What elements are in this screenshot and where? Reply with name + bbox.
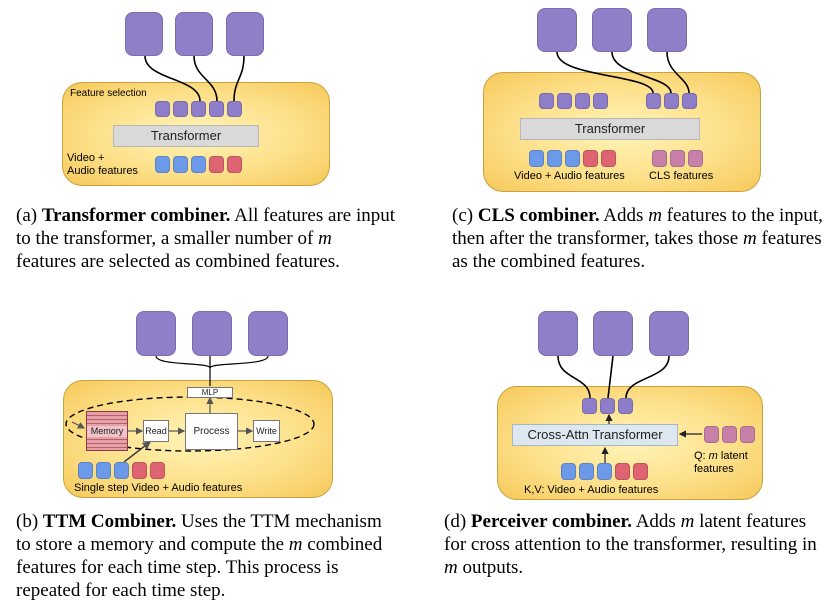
panel-a-output-2 — [175, 12, 213, 56]
panel-d-input-blue-3 — [597, 463, 612, 480]
variable-m: m — [318, 228, 332, 249]
caption-b: (b) TTM Combiner. Uses the TTM mechanism… — [16, 510, 401, 602]
panel-c-token-7 — [682, 93, 697, 109]
panel-a-transformer: Transformer — [113, 125, 259, 147]
panel-c-token-4 — [593, 93, 608, 109]
panel-c-token-6 — [664, 93, 679, 109]
panel-d-output-3 — [649, 311, 689, 356]
panel-d-output-token-1 — [582, 398, 597, 414]
panel-d-output-token-3 — [618, 398, 633, 414]
panel-a-input-label-line2: Audio features — [67, 165, 138, 177]
caption-a-text: All features are input to the transforme… — [16, 205, 396, 272]
panel-a-input-label: Video + Audio features — [67, 152, 138, 178]
caption-c: (c) CLS combiner. Adds m features to the… — [452, 204, 827, 273]
panel-a-selected-token-4 — [209, 101, 224, 117]
panel-a-input-label-line1: Video + — [67, 152, 105, 164]
panel-d-q-label-line1: Q: m latent — [694, 450, 748, 462]
panel-a-input-token-blue-1 — [155, 156, 170, 173]
panel-b-process: Process — [185, 413, 238, 450]
caption-c-title: CLS combiner. — [477, 205, 600, 226]
panel-c-input-label: Video + Audio features — [514, 170, 625, 182]
panel-d-output-token-2 — [600, 398, 615, 414]
variable-m: m — [288, 534, 303, 555]
panel-a-input-token-red-1 — [209, 156, 224, 173]
panel-d-kv-label: K,V: Video + Audio features — [524, 484, 659, 496]
caption-d-text: Adds m latent features for cross attenti… — [444, 511, 817, 578]
panel-c-input-red-1 — [583, 150, 598, 167]
variable-m: m — [708, 450, 718, 462]
panel-d-output-1 — [538, 311, 578, 356]
panel-c-transformer: Transformer — [520, 118, 700, 140]
panel-b-read: Read — [143, 420, 169, 442]
panel-a-input-token-red-2 — [227, 156, 242, 173]
panel-c-input-blue-1 — [529, 150, 544, 167]
variable-m: m — [742, 228, 757, 249]
panel-a-selected-token-3 — [191, 101, 206, 117]
panel-a-feature-selection-label: Feature selection — [70, 88, 147, 99]
panel-b-input-label: Single step Video + Audio features — [74, 482, 243, 494]
panel-d-latent-token-3 — [740, 426, 755, 443]
panel-c-token-3 — [575, 93, 590, 109]
panel-b-input-blue-2 — [96, 462, 111, 479]
panel-d-input-blue-1 — [561, 463, 576, 480]
panel-a-input-token-blue-2 — [173, 156, 188, 173]
panel-c-input-red-2 — [601, 150, 616, 167]
panel-a-selected-token-5 — [227, 101, 242, 117]
caption-d-prefix: (d) — [444, 511, 471, 532]
caption-b-text: Uses the TTM mechanism to store a memory… — [16, 511, 383, 601]
panel-c-token-1 — [539, 93, 554, 109]
panel-c-input-blue-2 — [547, 150, 562, 167]
panel-b-input-blue-1 — [78, 462, 93, 479]
panel-d-output-2 — [593, 311, 633, 356]
panel-a-selected-token-2 — [173, 101, 188, 117]
variable-m: m — [648, 205, 662, 226]
panel-a-selected-token-1 — [155, 101, 170, 117]
panel-d-input-red-2 — [633, 463, 648, 480]
caption-b-prefix: (b) — [16, 511, 43, 532]
panel-a-output-3 — [226, 12, 264, 56]
panel-c-token-2 — [557, 93, 572, 109]
panel-d-latent-token-2 — [722, 426, 737, 443]
panel-d-input-red-1 — [615, 463, 630, 480]
panel-c-cls-label: CLS features — [649, 170, 714, 182]
panel-b-output-2 — [192, 311, 232, 356]
panel-d-latent-token-1 — [704, 426, 719, 443]
caption-a: (a) Transformer combiner. All features a… — [16, 204, 396, 273]
panel-c-input-blue-3 — [565, 150, 580, 167]
panel-c-token-5 — [646, 93, 661, 109]
panel-b-output-3 — [248, 311, 288, 356]
panel-b-memory: Memory — [86, 411, 128, 451]
panel-b-memory-label: Memory — [87, 426, 127, 437]
panel-a-input-token-blue-3 — [191, 156, 206, 173]
caption-c-prefix: (c) — [452, 205, 478, 226]
panel-d-q-label-line2: features — [694, 463, 734, 475]
panel-d-input-blue-2 — [579, 463, 594, 480]
panel-c-cls-token-1 — [652, 150, 667, 167]
panel-d-q-label: Q: m latent features — [694, 450, 748, 476]
panel-d-cross-attn: Cross-Attn Transformer — [512, 424, 678, 446]
panel-b-write: Write — [253, 420, 280, 442]
variable-m: m — [444, 557, 458, 578]
caption-c-text: Adds m features to the input, then after… — [452, 205, 823, 272]
panel-c-output-1 — [537, 8, 577, 52]
panel-c-cls-token-2 — [670, 150, 685, 167]
panel-a-output-1 — [125, 12, 163, 56]
panel-c-output-2 — [592, 8, 632, 52]
panel-b-input-blue-3 — [114, 462, 129, 479]
caption-a-prefix: (a) — [16, 205, 42, 226]
panel-b-mlp: MLP — [187, 387, 233, 398]
panel-b-input-red-2 — [150, 462, 165, 479]
caption-a-title: Transformer combiner. — [41, 205, 231, 226]
caption-d: (d) Perceiver combiner. Adds m latent fe… — [444, 510, 828, 579]
panel-c-cls-token-3 — [688, 150, 703, 167]
variable-m: m — [680, 511, 695, 532]
caption-d-title: Perceiver combiner. — [470, 511, 632, 532]
caption-b-title: TTM Combiner. — [42, 511, 177, 532]
panel-c-output-3 — [647, 8, 687, 52]
panel-b-input-red-1 — [132, 462, 147, 479]
panel-b-output-1 — [136, 311, 176, 356]
